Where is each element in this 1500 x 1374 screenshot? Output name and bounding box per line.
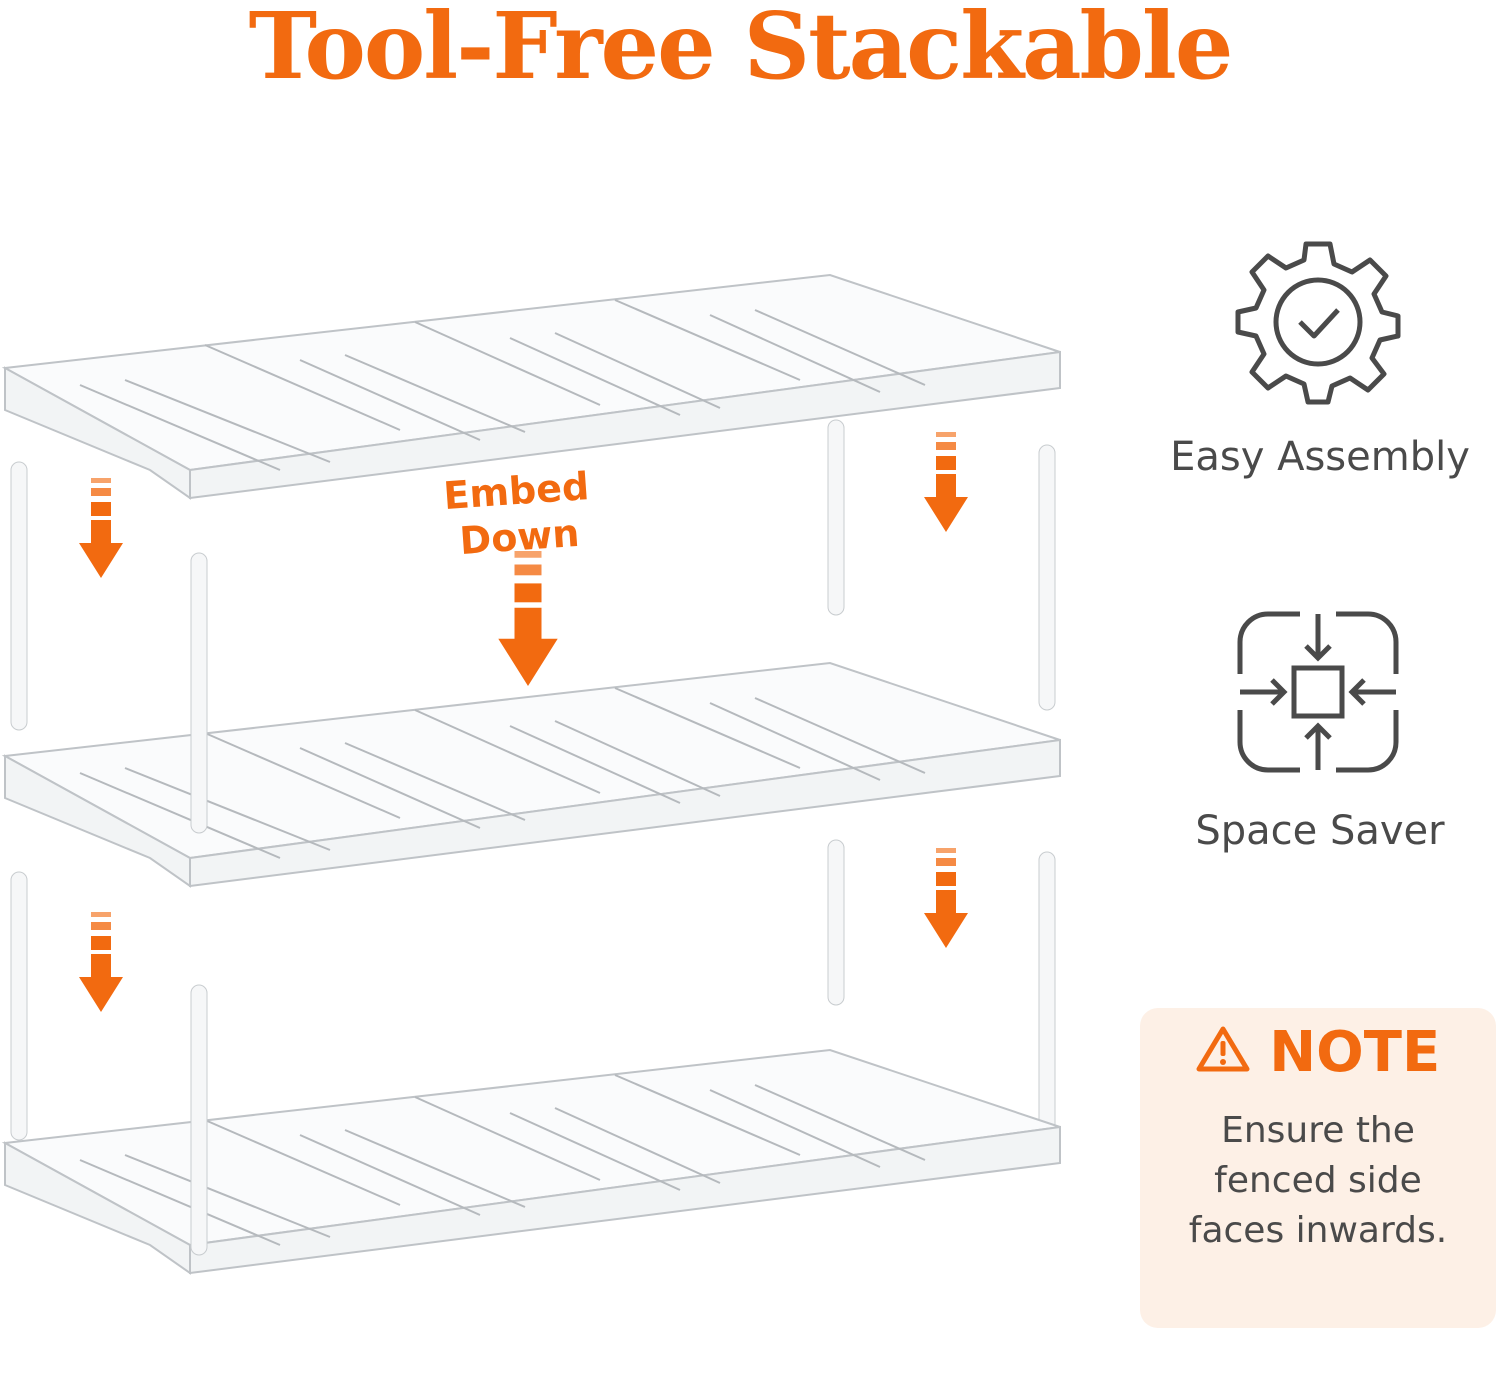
compress-icon	[1237, 611, 1399, 773]
note-heading: NOTE	[1140, 1020, 1496, 1085]
post-right-lower	[1038, 851, 1056, 1133]
feature-easy-assembly: Easy Assembly	[1170, 434, 1470, 480]
down-arrow-icon	[79, 478, 123, 578]
down-arrow-icon	[924, 432, 968, 532]
shelf-bottom	[4, 1049, 1061, 1274]
post-back-lower	[827, 839, 845, 1006]
post-left-upper	[10, 461, 28, 731]
warning-icon	[1196, 1026, 1250, 1072]
post-inner-lower	[190, 984, 208, 1256]
post-back-upper	[827, 419, 845, 616]
note-heading-text: NOTE	[1269, 1020, 1441, 1085]
down-arrow-icon	[924, 848, 968, 948]
page-title: Tool-Free Stackable	[248, 0, 1234, 100]
gear-check-icon	[1235, 241, 1401, 405]
note-box: NOTE Ensure the fenced side faces inward…	[1140, 1008, 1496, 1328]
down-arrow-icon	[498, 551, 558, 686]
note-line: fenced side	[1214, 1160, 1422, 1201]
shelf-middle	[4, 662, 1061, 887]
down-arrow-icon	[79, 912, 123, 1012]
note-text: Ensure the fenced side faces inwards.	[1140, 1106, 1496, 1256]
note-line: Ensure the	[1221, 1110, 1415, 1151]
note-line: faces inwards.	[1188, 1210, 1448, 1251]
feature-space-saver: Space Saver	[1195, 808, 1445, 854]
post-right-upper	[1038, 444, 1056, 711]
embed-down-label: Embed Down	[442, 463, 594, 565]
post-inner-upper	[190, 552, 208, 834]
post-left-lower	[10, 871, 28, 1141]
shelf-top	[4, 274, 1061, 499]
